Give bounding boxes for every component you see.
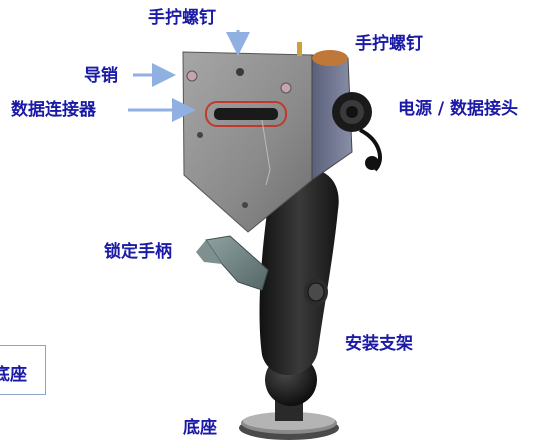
mount-arm [259,168,339,376]
top-thumbscrew [297,42,348,66]
cradle-plate [182,51,353,233]
label-power-data-jack: 电源 / 数据接头 [398,99,519,119]
power-data-jack [332,92,382,172]
guide-pin [186,70,198,82]
base-label-box: 底座 [0,345,46,395]
label-guide-pin: 导销 [84,66,118,86]
label-base-bottom: 底座 [183,418,217,438]
data-connector-slot [205,101,287,127]
label-lock-handle: 锁定手柄 [104,242,172,262]
label-base-box: 底座 [0,365,27,385]
label-mount-bracket: 安装支架 [345,334,413,354]
lock-handle [196,235,269,291]
guide-pin [280,82,292,94]
label-thumbscrew-right: 手拧螺钉 [355,34,423,54]
label-data-connector: 数据连接器 [11,100,96,120]
label-thumbscrew-top: 手拧螺钉 [148,8,216,28]
